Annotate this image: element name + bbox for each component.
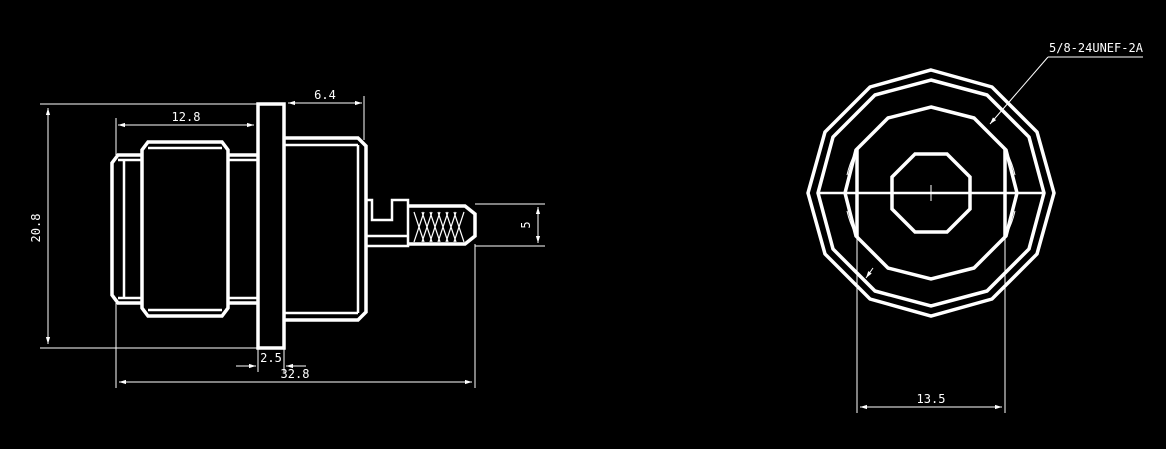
center-octagon — [890, 152, 972, 234]
knurl-hatching — [413, 211, 465, 243]
second-dodecagon — [816, 78, 1046, 308]
dim-flat-width-label: 13.5 — [917, 392, 946, 406]
dim-pin-height-label: 5 — [519, 221, 533, 228]
rear-body — [284, 136, 368, 322]
connector-body — [228, 153, 258, 305]
dim-body-length-label: 12.8 — [172, 110, 201, 124]
dim-overall-height: 20.8 — [29, 103, 258, 349]
thread-callout: 5/8-24UNEF-2A — [865, 41, 1144, 279]
coupling-nut — [110, 140, 230, 318]
dim-body-length: 12.8 — [115, 104, 259, 155]
dim-flange-thickness-label: 2.5 — [260, 351, 282, 365]
dim-pin-height: 5 — [475, 203, 545, 247]
mounting-flange — [256, 102, 286, 350]
side-view: 20.8 12.8 6.4 5 2.5 — [29, 88, 545, 388]
thread-callout-label: 5/8-24UNEF-2A — [1049, 41, 1144, 55]
dim-flange-thickness: 2.5 — [236, 348, 306, 372]
dim-overall-length: 32.8 — [115, 244, 476, 388]
dim-rear-length-label: 6.4 — [314, 88, 336, 102]
outer-dodecagon — [806, 68, 1056, 318]
front-view — [806, 68, 1056, 318]
dim-flat-width: 13.5 — [856, 237, 1006, 413]
dim-overall-length-label: 32.8 — [281, 367, 310, 381]
dim-rear-length: 6.4 — [288, 88, 365, 140]
dim-overall-height-label: 20.8 — [29, 214, 43, 243]
solder-pin — [366, 198, 477, 248]
